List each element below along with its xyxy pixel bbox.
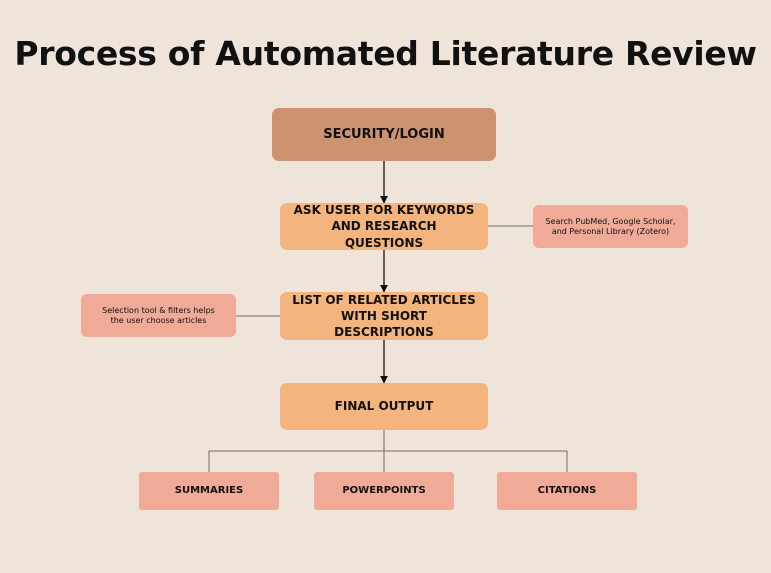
note-selection-tool: Selection tool & filters helps the user … bbox=[81, 294, 236, 337]
note-selection-tool-label: Selection tool & filters helps the user … bbox=[102, 305, 215, 325]
output-citations-label: CITATIONS bbox=[537, 485, 597, 497]
node-security-login-label: SECURITY/LOGIN bbox=[323, 126, 445, 142]
node-final-output-label: FINAL OUTPUT bbox=[334, 399, 434, 414]
diagram-title: Process of Automated Literature Review bbox=[14, 34, 757, 73]
output-summaries-label: SUMMARIES bbox=[174, 485, 244, 497]
node-ask-keywords: ASK USER FOR KEYWORDS AND RESEARCH QUEST… bbox=[280, 203, 488, 250]
node-related-articles-label: LIST OF RELATED ARTICLES WITH SHORT DESC… bbox=[292, 292, 476, 340]
note-search-sources-label: Search PubMed, Google Scholar, and Perso… bbox=[545, 216, 676, 236]
output-citations: CITATIONS bbox=[497, 472, 637, 510]
note-search-sources: Search PubMed, Google Scholar, and Perso… bbox=[533, 205, 688, 248]
node-security-login: SECURITY/LOGIN bbox=[272, 108, 496, 161]
node-related-articles: LIST OF RELATED ARTICLES WITH SHORT DESC… bbox=[280, 292, 488, 340]
node-ask-keywords-label: ASK USER FOR KEYWORDS AND RESEARCH QUEST… bbox=[293, 203, 475, 250]
node-final-output: FINAL OUTPUT bbox=[280, 383, 488, 430]
output-powerpoints: POWERPOINTS bbox=[314, 472, 454, 510]
output-powerpoints-label: POWERPOINTS bbox=[342, 485, 426, 497]
output-summaries: SUMMARIES bbox=[139, 472, 279, 510]
